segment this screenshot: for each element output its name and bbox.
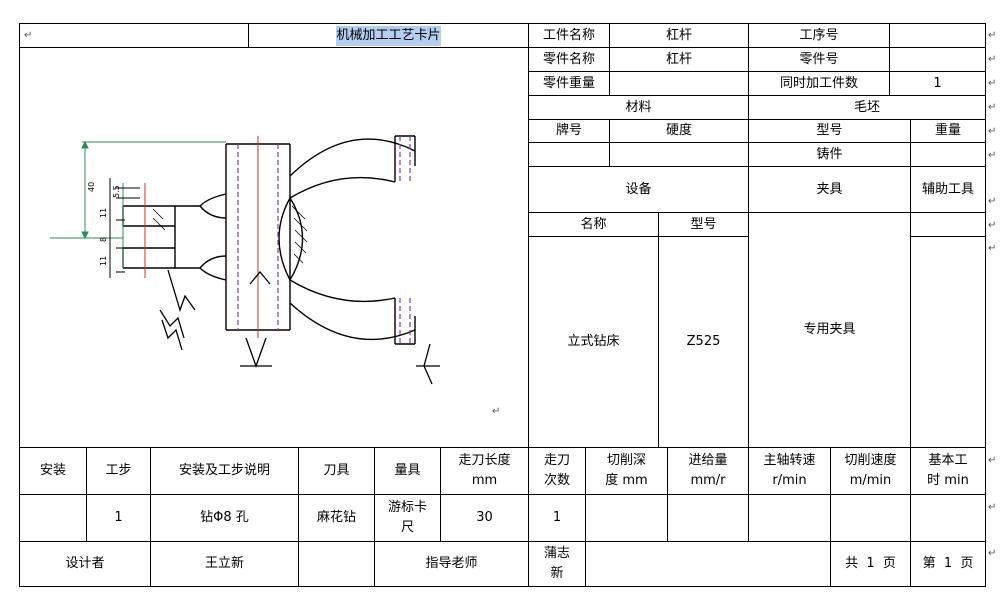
blank-weight-value xyxy=(911,143,985,166)
card-title: 机械加工工艺卡片 xyxy=(249,24,528,47)
aux-tool-label: 辅助工具 xyxy=(921,181,974,197)
row-step: 1 xyxy=(114,510,123,525)
row-spindle xyxy=(749,495,830,541)
advisor-label: 指导老师 xyxy=(425,556,478,571)
pilcrow-mark: ↵ xyxy=(24,30,33,41)
simultaneous-value: 1 xyxy=(933,75,942,91)
advisor-name: 蒲志 新 xyxy=(543,546,570,581)
pilcrow-mark: ↵ xyxy=(988,150,997,161)
designer-name: 王立新 xyxy=(204,556,244,571)
part-no-value xyxy=(890,48,985,71)
col-speed: 切削速度 m/min xyxy=(844,453,897,488)
simultaneous-label: 同时加工件数 xyxy=(779,75,858,91)
col-passes: 走刀 次数 xyxy=(543,453,570,488)
col-time: 基本工 时 min xyxy=(927,453,969,488)
total-pages: 共 1 页 xyxy=(845,556,896,571)
col-depth: 切削深 度 mm xyxy=(605,453,648,488)
row-cutter: 麻花钻 xyxy=(316,510,356,525)
col-gauge: 量具 xyxy=(394,463,421,478)
part-drawing: 40 5.5 11 8 11 xyxy=(20,48,529,446)
part-no-label: 零件号 xyxy=(799,51,839,67)
hardness-value xyxy=(610,143,748,166)
material-section-label: 材料 xyxy=(625,99,652,115)
col-step-desc: 安装及工步说明 xyxy=(178,463,270,478)
dim-11-b: 11 xyxy=(99,256,108,266)
workpiece-name-label: 工件名称 xyxy=(542,27,595,43)
pilcrow-mark: ↵ xyxy=(988,502,997,513)
designer-blank xyxy=(299,542,374,586)
pilcrow-mark: ↵ xyxy=(988,126,997,137)
hardness-label: 硬度 xyxy=(665,123,692,138)
pilcrow-mark: ↵ xyxy=(988,220,997,231)
pilcrow-mark: ↵ xyxy=(492,406,501,417)
equipment-name-value: 立式钻床 xyxy=(567,334,620,349)
part-name-value: 杠杆 xyxy=(665,51,692,67)
aux-tool-empty xyxy=(911,213,985,236)
row-time xyxy=(911,495,985,541)
col-feed: 进给量 mm/r xyxy=(688,453,728,488)
equipment-name-label: 名称 xyxy=(580,216,607,232)
part-weight-value xyxy=(610,72,748,95)
equipment-model-value: Z525 xyxy=(686,334,721,349)
equipment-model-label: 型号 xyxy=(690,216,717,232)
dim-11-a: 11 xyxy=(99,208,108,218)
col-spindle: 主轴转速 r/min xyxy=(763,453,816,488)
process-no-value xyxy=(890,24,985,47)
col-cutter: 刀具 xyxy=(323,463,350,478)
row-feed-length: 30 xyxy=(476,510,493,525)
pilcrow-mark: ↵ xyxy=(988,548,997,559)
pilcrow-mark: ↵ xyxy=(988,196,997,207)
grade-value xyxy=(529,143,609,166)
row-feed xyxy=(668,495,748,541)
page-number: 第 1 页 xyxy=(922,556,974,571)
part-name-label: 零件名称 xyxy=(542,51,595,67)
pilcrow-mark: ↵ xyxy=(988,102,997,113)
row-step-desc: 钻Φ8 孔 xyxy=(200,510,249,525)
part-weight-label: 零件重量 xyxy=(542,75,595,91)
pilcrow-mark: ↵ xyxy=(988,54,997,65)
col-feed-length: 走刀长度 mm xyxy=(458,453,511,488)
card-title-text: 机械加工工艺卡片 xyxy=(336,25,441,46)
designer-label: 设计者 xyxy=(65,556,105,571)
row-passes: 1 xyxy=(552,510,562,525)
pilcrow-mark: ↵ xyxy=(988,30,997,41)
advisor-blank xyxy=(586,542,830,586)
row-install xyxy=(20,495,86,541)
process-no-label: 工序号 xyxy=(799,27,839,43)
blank-weight-label: 重量 xyxy=(934,123,961,138)
pilcrow-mark: ↵ xyxy=(988,78,997,89)
equipment-label: 设备 xyxy=(625,181,652,197)
col-install: 安装 xyxy=(39,463,66,478)
fixture-label: 夹具 xyxy=(816,181,843,197)
row-speed xyxy=(831,495,910,541)
pilcrow-mark: ↵ xyxy=(988,243,997,254)
dim-5-5: 5.5 xyxy=(112,185,121,198)
workpiece-name-value: 杠杆 xyxy=(665,27,692,43)
col-step: 工步 xyxy=(105,463,132,478)
fixture-value: 专用夹具 xyxy=(803,322,856,337)
dim-8: 8 xyxy=(99,237,108,242)
grade-label: 牌号 xyxy=(555,123,582,138)
row-gauge: 游标卡 尺 xyxy=(387,500,427,535)
blank-type-value: 铸件 xyxy=(816,146,843,162)
pilcrow-mark: ↵ xyxy=(988,455,997,466)
row-depth xyxy=(586,495,667,541)
dim-40: 40 xyxy=(87,182,96,192)
blank-type-label: 型号 xyxy=(816,123,843,138)
blank-section-label: 毛坯 xyxy=(853,99,880,115)
